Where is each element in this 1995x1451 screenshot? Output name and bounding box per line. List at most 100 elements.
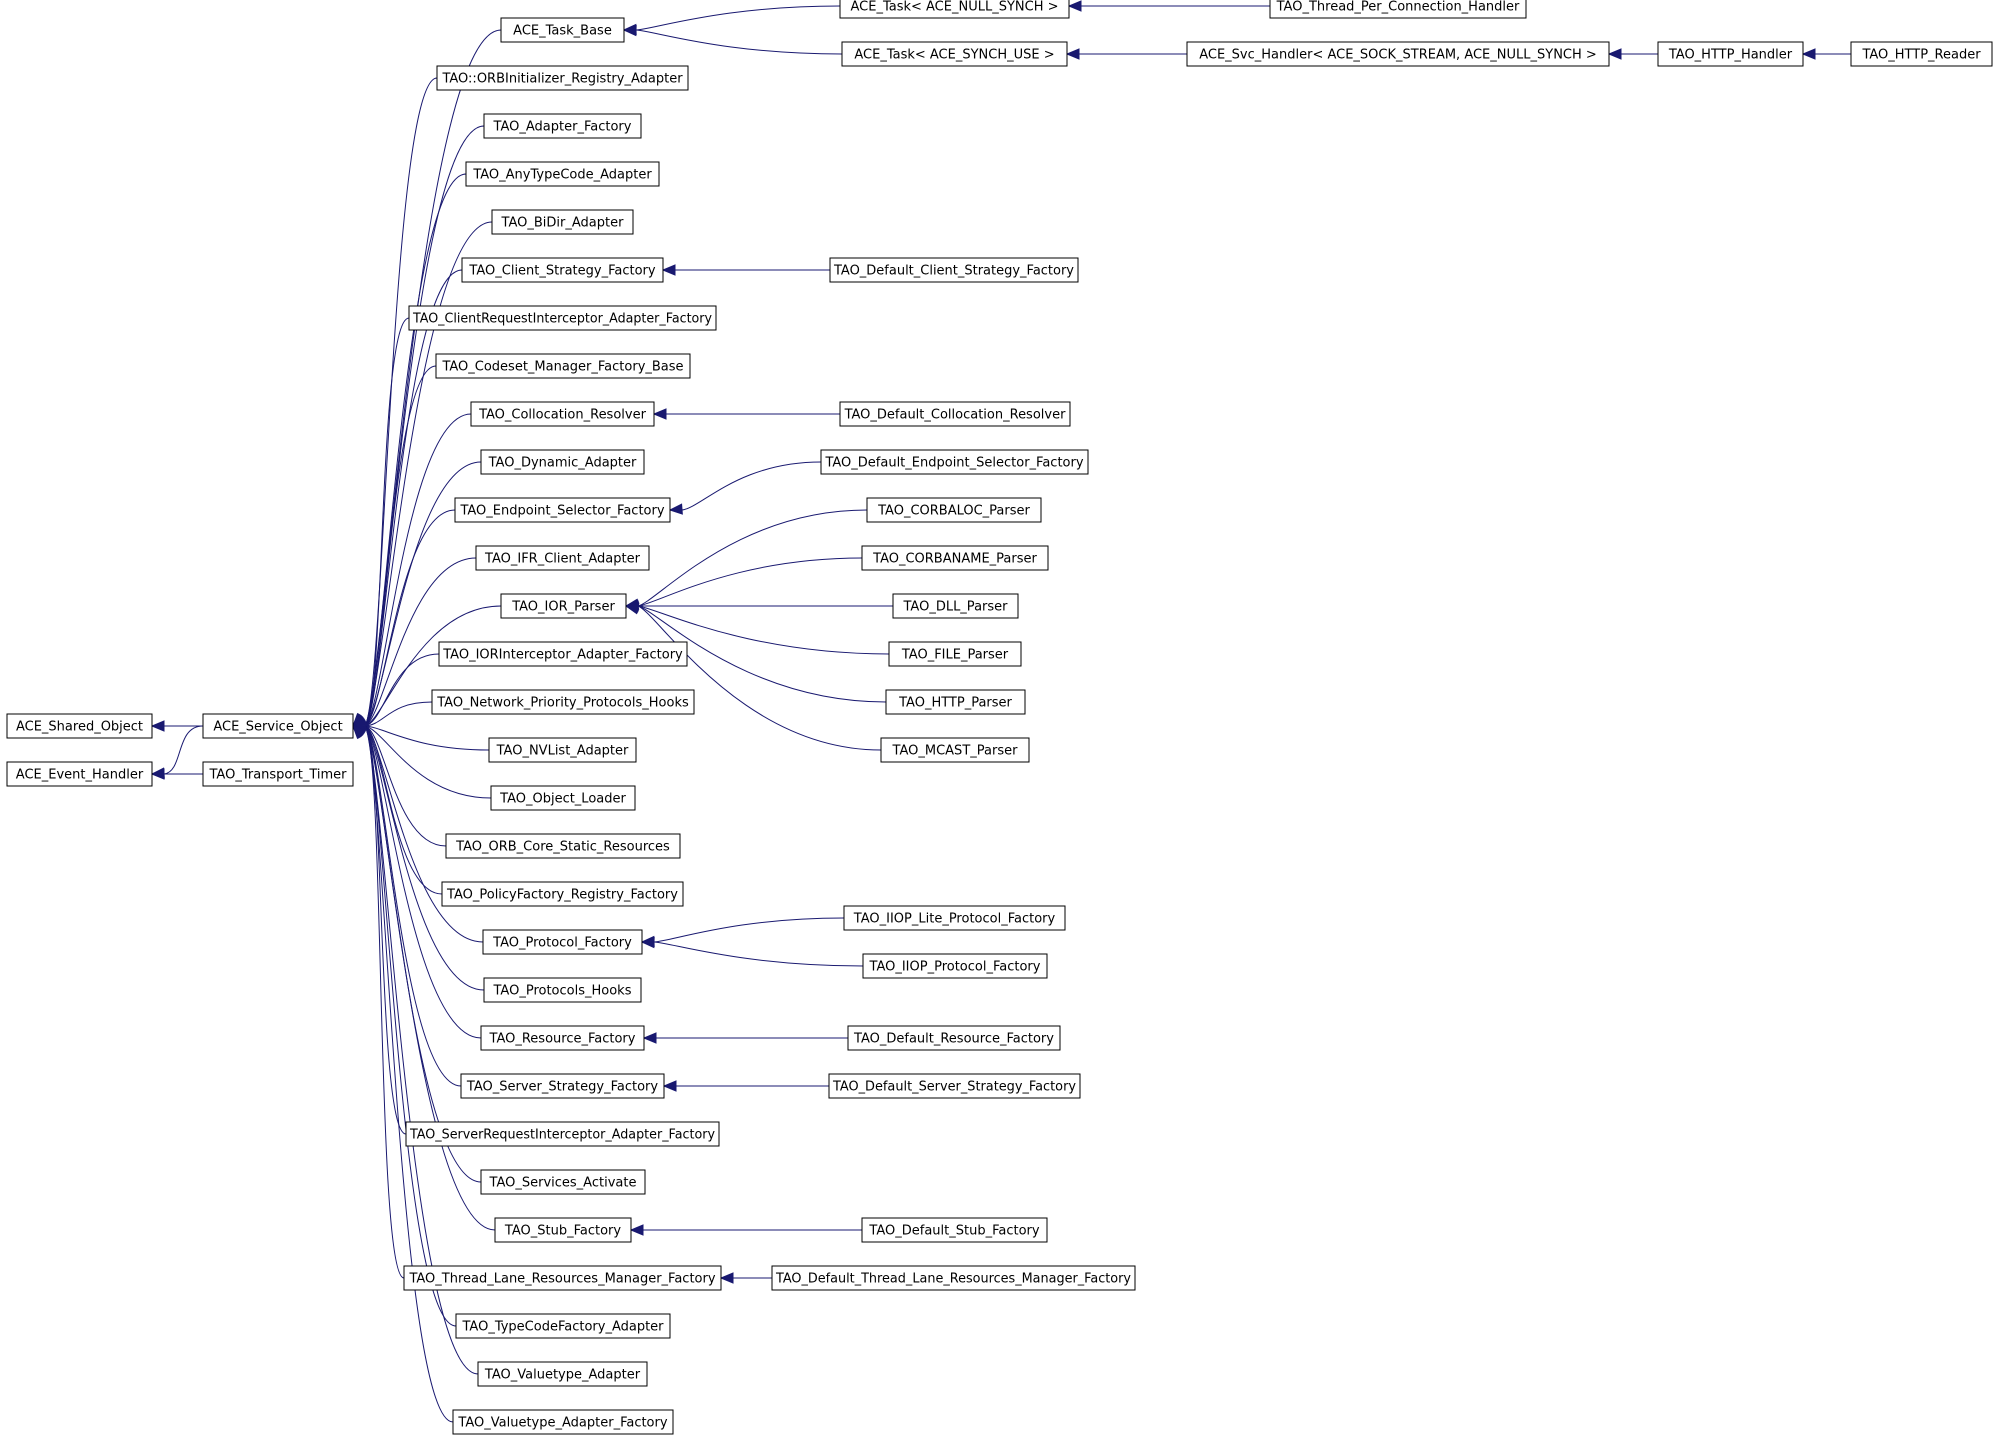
class-node-ace-task-synch-use[interactable]: ACE_Task< ACE_SYNCH_USE > <box>841 41 1068 67</box>
class-node-box[interactable] <box>435 353 691 379</box>
class-node-tao-orbinitializer-registry-adapter[interactable]: TAO::ORBInitializer_Registry_Adapter <box>436 65 689 91</box>
class-node-tao-default-server-strategy-factory[interactable]: TAO_Default_Server_Strategy_Factory <box>828 1073 1081 1099</box>
class-node-tao-dll-parser[interactable]: TAO_DLL_Parser <box>892 593 1019 619</box>
class-node-tao-resource-factory[interactable]: TAO_Resource_Factory <box>480 1025 645 1051</box>
class-node-box[interactable] <box>500 593 627 619</box>
class-node-tao-collocation-resolver[interactable]: TAO_Collocation_Resolver <box>470 401 655 427</box>
class-node-box[interactable] <box>829 257 1079 283</box>
class-node-box[interactable] <box>828 1073 1081 1099</box>
class-node-ace-service-object[interactable]: ACE_Service_Object <box>202 713 354 739</box>
class-node-tao-corbaloc-parser[interactable]: TAO_CORBALOC_Parser <box>866 497 1042 523</box>
class-node-tao-codeset-manager-factory-base[interactable]: TAO_Codeset_Manager_Factory_Base <box>435 353 691 379</box>
class-node-ace-svc-handler[interactable]: ACE_Svc_Handler< ACE_SOCK_STREAM, ACE_NU… <box>1186 41 1610 67</box>
class-node-box[interactable] <box>866 497 1042 523</box>
class-node-box[interactable] <box>843 905 1066 931</box>
class-node-tao-bidir-adapter[interactable]: TAO_BiDir_Adapter <box>491 209 634 235</box>
class-node-box[interactable] <box>483 113 642 139</box>
class-node-tao-policyfactory-registry-factory[interactable]: TAO_PolicyFactory_Registry_Factory <box>441 881 684 907</box>
class-node-box[interactable] <box>477 1361 648 1387</box>
class-node-tao-default-client-strategy-factory[interactable]: TAO_Default_Client_Strategy_Factory <box>829 257 1079 283</box>
class-node-tao-valuetype-adapter-factory[interactable]: TAO_Valuetype_Adapter_Factory <box>452 1409 674 1435</box>
class-node-box[interactable] <box>436 65 689 91</box>
class-node-tao-thread-per-connection-handler[interactable]: TAO_Thread_Per_Connection_Handler <box>1269 0 1527 19</box>
class-node-tao-default-stub-factory[interactable]: TAO_Default_Stub_Factory <box>861 1217 1048 1243</box>
class-node-tao-protocol-factory[interactable]: TAO_Protocol_Factory <box>482 929 643 955</box>
class-node-tao-orb-core-static-resources[interactable]: TAO_ORB_Core_Static_Resources <box>445 833 681 859</box>
class-node-tao-object-loader[interactable]: TAO_Object_Loader <box>490 785 636 811</box>
class-node-ace-task-base[interactable]: ACE_Task_Base <box>500 17 625 43</box>
class-node-box[interactable] <box>482 929 643 955</box>
class-node-box[interactable] <box>470 401 655 427</box>
class-node-box[interactable] <box>880 737 1030 763</box>
class-node-box[interactable] <box>202 713 354 739</box>
class-node-box[interactable] <box>431 689 695 715</box>
class-node-box[interactable] <box>1186 41 1610 67</box>
class-node-box[interactable] <box>861 545 1049 571</box>
class-node-tao-iiop-lite-protocol-factory[interactable]: TAO_IIOP_Lite_Protocol_Factory <box>843 905 1066 931</box>
class-node-box[interactable] <box>465 161 660 187</box>
class-node-ace-task-null-synch[interactable]: ACE_Task< ACE_NULL_SYNCH > <box>839 0 1070 19</box>
class-node-box[interactable] <box>405 1121 720 1147</box>
class-node-tao-clientrequestinterceptor-adapter-factory[interactable]: TAO_ClientRequestInterceptor_Adapter_Fac… <box>408 305 717 331</box>
class-node-tao-endpoint-selector-factory[interactable]: TAO_Endpoint_Selector_Factory <box>454 497 671 523</box>
class-node-box[interactable] <box>1269 0 1527 19</box>
class-node-box[interactable] <box>841 41 1068 67</box>
class-node-box[interactable] <box>441 881 684 907</box>
class-node-box[interactable] <box>475 545 650 571</box>
class-node-tao-default-thread-lane-resources-manager-factory[interactable]: TAO_Default_Thread_Lane_Resources_Manage… <box>771 1265 1136 1291</box>
class-node-tao-thread-lane-resources-manager-factory[interactable]: TAO_Thread_Lane_Resources_Manager_Factor… <box>403 1265 722 1291</box>
class-node-tao-ior-parser[interactable]: TAO_IOR_Parser <box>500 593 627 619</box>
class-node-box[interactable] <box>862 953 1048 979</box>
class-node-tao-anytypecode-adapter[interactable]: TAO_AnyTypeCode_Adapter <box>465 161 660 187</box>
class-node-tao-client-strategy-factory[interactable]: TAO_Client_Strategy_Factory <box>461 257 664 283</box>
class-node-box[interactable] <box>454 497 671 523</box>
class-node-box[interactable] <box>480 1169 646 1195</box>
class-node-tao-server-strategy-factory[interactable]: TAO_Server_Strategy_Factory <box>460 1073 665 1099</box>
class-node-box[interactable] <box>490 785 636 811</box>
class-node-box[interactable] <box>480 1025 645 1051</box>
class-node-tao-http-parser[interactable]: TAO_HTTP_Parser <box>885 689 1026 715</box>
class-node-tao-file-parser[interactable]: TAO_FILE_Parser <box>888 641 1022 667</box>
class-node-tao-transport-timer[interactable]: TAO_Transport_Timer <box>202 761 354 787</box>
class-node-box[interactable] <box>1850 41 1993 67</box>
class-node-tao-serverrequestinterceptor-adapter-factory[interactable]: TAO_ServerRequestInterceptor_Adapter_Fac… <box>405 1121 720 1147</box>
class-node-tao-ifr-client-adapter[interactable]: TAO_IFR_Client_Adapter <box>475 545 650 571</box>
class-node-tao-mcast-parser[interactable]: TAO_MCAST_Parser <box>880 737 1030 763</box>
class-node-ace-shared-object[interactable]: ACE_Shared_Object <box>6 713 153 739</box>
class-node-tao-typecodefactory-adapter[interactable]: TAO_TypeCodeFactory_Adapter <box>455 1313 671 1339</box>
class-node-box[interactable] <box>408 305 717 331</box>
class-node-box[interactable] <box>820 449 1089 475</box>
class-node-tao-network-priority-protocols-hooks[interactable]: TAO_Network_Priority_Protocols_Hooks <box>431 689 695 715</box>
class-node-box[interactable] <box>839 0 1070 19</box>
class-node-ace-event-handler[interactable]: ACE_Event_Handler <box>6 761 153 787</box>
class-node-box[interactable] <box>488 737 637 763</box>
class-node-box[interactable] <box>885 689 1026 715</box>
class-node-tao-iorinterceptor-adapter-factory[interactable]: TAO_IORInterceptor_Adapter_Factory <box>438 641 688 667</box>
class-node-tao-services-activate[interactable]: TAO_Services_Activate <box>480 1169 646 1195</box>
class-node-box[interactable] <box>888 641 1022 667</box>
class-node-box[interactable] <box>483 977 642 1003</box>
class-node-box[interactable] <box>452 1409 674 1435</box>
class-node-box[interactable] <box>861 1217 1048 1243</box>
class-node-tao-adapter-factory[interactable]: TAO_Adapter_Factory <box>483 113 642 139</box>
class-node-tao-default-endpoint-selector-factory[interactable]: TAO_Default_Endpoint_Selector_Factory <box>820 449 1089 475</box>
class-node-box[interactable] <box>202 761 354 787</box>
class-node-box[interactable] <box>480 449 645 475</box>
class-node-box[interactable] <box>500 17 625 43</box>
class-node-box[interactable] <box>491 209 634 235</box>
class-node-box[interactable] <box>6 761 153 787</box>
class-node-tao-http-reader[interactable]: TAO_HTTP_Reader <box>1850 41 1993 67</box>
class-node-box[interactable] <box>438 641 688 667</box>
class-node-tao-stub-factory[interactable]: TAO_Stub_Factory <box>494 1217 632 1243</box>
class-node-tao-default-resource-factory[interactable]: TAO_Default_Resource_Factory <box>847 1025 1061 1051</box>
class-node-box[interactable] <box>6 713 153 739</box>
class-node-box[interactable] <box>839 401 1071 427</box>
class-node-tao-nvlist-adapter[interactable]: TAO_NVList_Adapter <box>488 737 637 763</box>
class-node-tao-iiop-protocol-factory[interactable]: TAO_IIOP_Protocol_Factory <box>862 953 1048 979</box>
class-node-box[interactable] <box>771 1265 1136 1291</box>
class-node-tao-default-collocation-resolver[interactable]: TAO_Default_Collocation_Resolver <box>839 401 1071 427</box>
class-node-tao-valuetype-adapter[interactable]: TAO_Valuetype_Adapter <box>477 1361 648 1387</box>
class-node-box[interactable] <box>403 1265 722 1291</box>
class-node-box[interactable] <box>455 1313 671 1339</box>
class-node-box[interactable] <box>461 257 664 283</box>
